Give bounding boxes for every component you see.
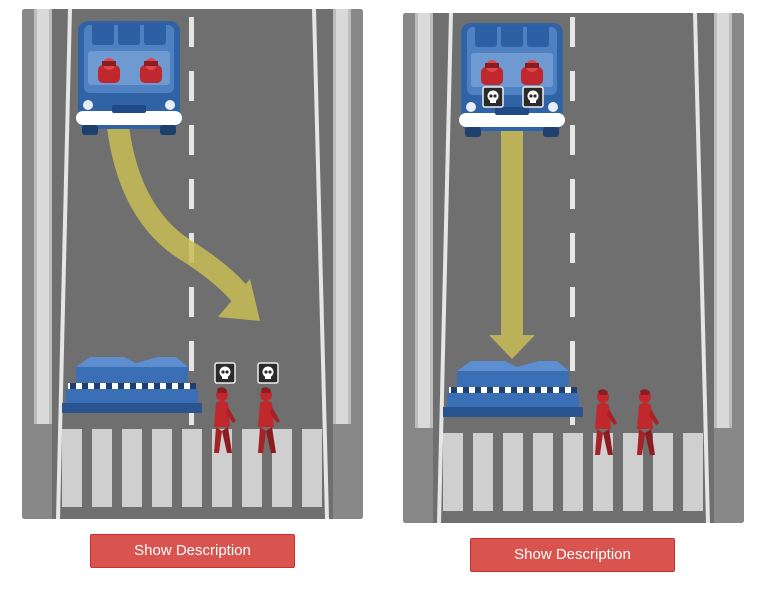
guardrail-right xyxy=(714,13,732,428)
skull-icon xyxy=(482,86,504,108)
show-description-button-right[interactable]: Show Description xyxy=(470,538,675,572)
show-description-button-left[interactable]: Show Description xyxy=(90,534,295,568)
crosswalk xyxy=(443,433,703,511)
car-icon xyxy=(459,23,565,137)
guardrail-left xyxy=(34,9,52,424)
skull-icon xyxy=(522,86,544,108)
barrier-icon xyxy=(62,357,202,413)
guardrail-right xyxy=(333,9,351,424)
scenario-right-image[interactable] xyxy=(403,13,744,523)
scenario-left-image[interactable] xyxy=(22,9,363,519)
arrow-icon xyxy=(489,131,535,359)
arrow-icon xyxy=(107,125,260,321)
skull-icon xyxy=(257,362,279,384)
skull-icon xyxy=(214,362,236,384)
barrier-icon xyxy=(443,361,583,417)
crosswalk xyxy=(62,429,322,507)
car-icon xyxy=(76,21,182,135)
guardrail-left xyxy=(415,13,433,428)
